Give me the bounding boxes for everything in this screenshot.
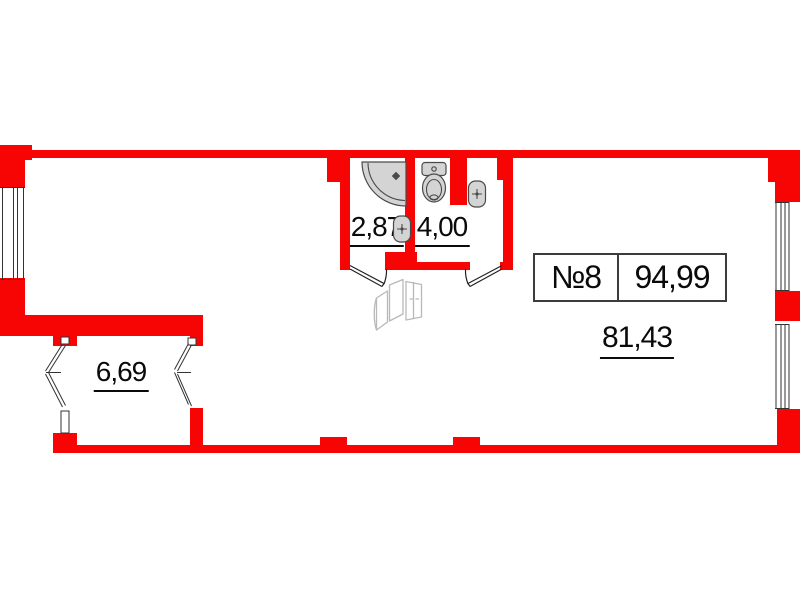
living-area-label: 81,43 <box>599 321 675 359</box>
window-right-upper-icon <box>775 202 790 291</box>
door-swing-icon <box>349 264 388 288</box>
sink-icon <box>467 180 487 208</box>
unit-total-area: 94,99 <box>634 259 710 295</box>
door-swing-icon <box>464 264 503 288</box>
area-label-shower-room: 2,87 <box>348 211 404 247</box>
window-left-icon <box>0 187 25 280</box>
unit-info-box: №8 94,99 <box>533 253 727 302</box>
area-label-balcony: 6,69 <box>93 356 149 392</box>
toilet-icon <box>421 161 447 203</box>
balcony-window-left-icon <box>45 336 70 434</box>
unit-number: №8 <box>535 255 619 300</box>
shower-icon <box>361 161 407 207</box>
balcony-window-right-icon <box>174 337 197 407</box>
wardrobe-sketch-icon <box>373 278 423 331</box>
area-label-toilet-room: 4,00 <box>414 211 470 247</box>
window-right-lower-icon <box>775 324 790 409</box>
